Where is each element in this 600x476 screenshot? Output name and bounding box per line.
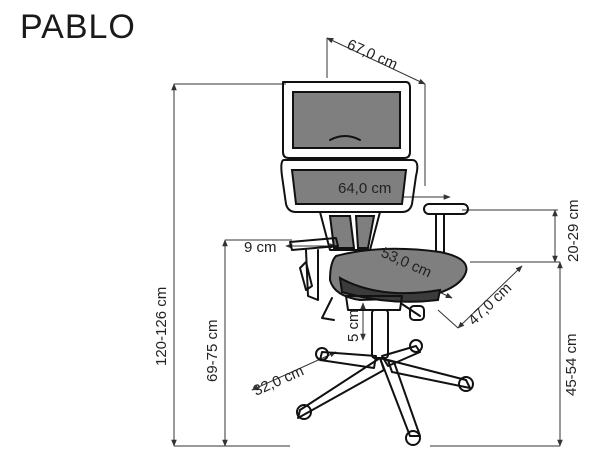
depth-dimension <box>326 37 426 186</box>
seat-height-dimension <box>430 261 563 447</box>
total-height-dimension <box>171 83 290 447</box>
seat-width-label: 64,0 cm <box>338 180 391 197</box>
seat-depth-label: 47,0 cm <box>465 280 515 329</box>
backrest <box>280 159 419 251</box>
armrest-height-dimension <box>222 239 292 447</box>
armrest-adjust-dimension <box>462 209 558 263</box>
seat-tilt-label: 5 cm <box>345 309 362 342</box>
product-title: PABLO <box>20 8 136 46</box>
total-height-label: 120-126 cm <box>153 287 170 366</box>
seat-mechanism <box>321 295 425 321</box>
seat-height-label: 45-54 cm <box>563 333 580 396</box>
gas-lift <box>371 309 389 359</box>
star-base <box>296 339 474 446</box>
headrest <box>282 81 411 159</box>
depth-label: 67,0 cm <box>344 36 400 73</box>
armrest-height-label: 69-75 cm <box>204 319 221 382</box>
base-diameter-label: 32,0 cm <box>251 362 307 399</box>
base-diameter-dimension <box>251 351 337 391</box>
armrest-adjust-label: 20-29 cm <box>565 199 582 262</box>
seat-depth-dimension <box>437 265 523 329</box>
left-armrest <box>289 237 339 301</box>
armrest-width-label: 9 cm <box>244 239 277 256</box>
